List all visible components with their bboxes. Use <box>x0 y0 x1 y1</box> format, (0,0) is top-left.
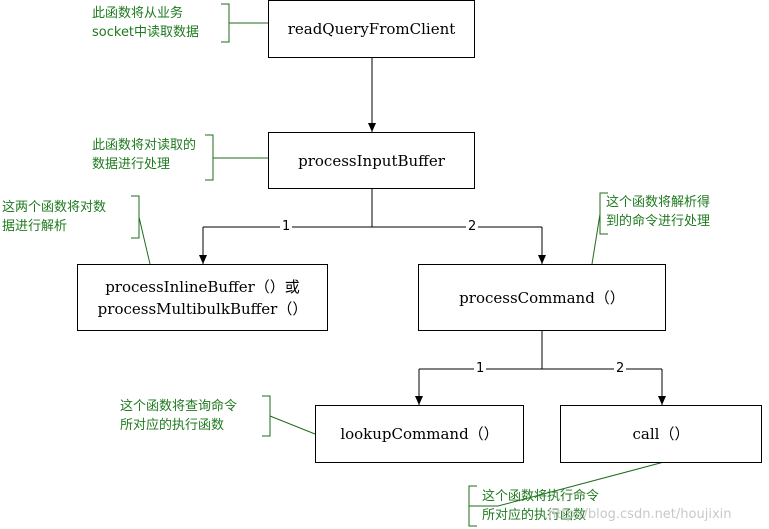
note-line: 此函数将对读取的 <box>92 138 197 153</box>
note-line: 到的命令进行处理 <box>606 214 711 229</box>
note-line: 这个函数将执行命令 <box>482 489 600 504</box>
node-process-command: processCommand（） <box>418 264 666 331</box>
node-label-line-2: processMultibulkBuffer（） <box>97 299 308 318</box>
node-label: processInputBuffer <box>298 151 445 170</box>
node-label: lookupCommand（） <box>340 425 499 443</box>
node-call: call（） <box>560 405 762 463</box>
bracket-lookup-command <box>262 395 316 437</box>
note-process-command: 这个函数将解析得 到的命令进行处理 <box>606 193 710 231</box>
note-read-query: 此函数将从业务 socket中读取数据 <box>92 4 199 42</box>
watermark: http://blog.csdn.net/houjixin <box>548 507 732 522</box>
edge-label-command-to-lookup: 1 <box>474 361 487 376</box>
bracket-process-command <box>591 192 608 265</box>
node-process-input-buffer: processInputBuffer <box>268 132 475 189</box>
node-label: readQueryFromClient <box>287 20 456 38</box>
note-process-input: 此函数将对读取的 数据进行处理 <box>92 136 196 174</box>
bracket-process-input <box>205 134 268 181</box>
note-lookup-command: 这个函数将查询命令 所对应的执行函数 <box>120 397 237 435</box>
note-line: 据进行解析 <box>2 219 68 234</box>
node-read-query-from-client: readQueryFromClient <box>268 0 475 58</box>
node-label-line-1: processInlineBuffer（）或 <box>105 277 300 296</box>
node-label: call（） <box>632 425 690 443</box>
node-lookup-command: lookupCommand（） <box>315 405 524 463</box>
edge-label-input-to-buffers: 1 <box>280 219 293 234</box>
edge-label-command-to-call: 2 <box>614 361 627 376</box>
note-line: 这个函数将解析得 <box>606 195 711 210</box>
bracket-call <box>468 461 665 527</box>
note-line: 所对应的执行函数 <box>120 418 225 433</box>
bracket-process-buffers <box>131 195 151 265</box>
note-line: 数据进行处理 <box>92 157 171 172</box>
note-line: 这两个函数将对数 <box>2 200 107 215</box>
note-line: 这个函数将查询命令 <box>120 399 238 414</box>
note-call: 这个函数将执行命令 所对应的执行函数 <box>482 487 599 525</box>
note-line: 此函数将从业务 <box>92 6 184 21</box>
node-label: processCommand（） <box>459 288 625 307</box>
note-process-buffers: 这两个函数将对数 据进行解析 <box>2 198 106 236</box>
bracket-read-query <box>221 3 268 43</box>
node-process-inline-multibulk-buffer: processInlineBuffer（）或 processMultibulkB… <box>77 264 328 331</box>
note-line: socket中读取数据 <box>92 25 200 40</box>
edge-label-input-to-command: 2 <box>466 219 479 234</box>
note-line: 所对应的执行函数 <box>482 508 587 523</box>
